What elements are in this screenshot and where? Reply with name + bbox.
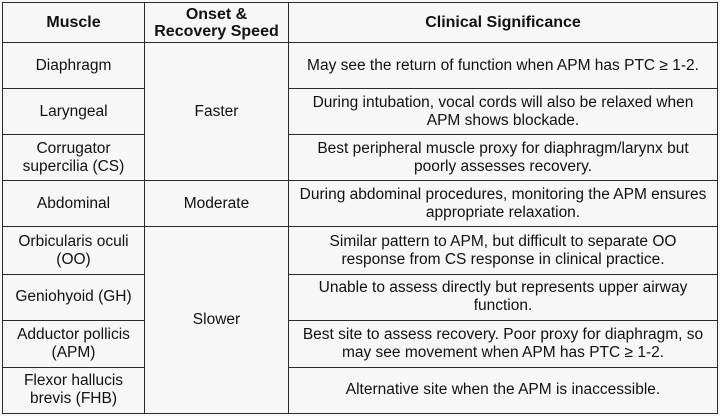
table-row: Flexor hallucis brevis (FHB) Alternative… <box>2 366 718 415</box>
muscle-cell: Adductor pollicis (APM) <box>2 319 145 368</box>
significance-cell: During abdominal procedures, monitoring … <box>288 180 718 228</box>
header-row: Muscle Onset & Recovery Speed Clinical S… <box>2 2 718 43</box>
speed-cell-slower: Slower <box>144 226 289 414</box>
muscle-cell: Laryngeal <box>2 88 145 136</box>
table-row: Corrugator supercilia (CS) Best peripher… <box>2 134 718 182</box>
muscle-cell: Diaphragm <box>2 41 145 90</box>
table-row: Abdominal Moderate During abdominal proc… <box>2 180 718 228</box>
header-speed: Onset & Recovery Speed <box>144 2 289 43</box>
speed-cell-faster: Faster <box>144 41 289 182</box>
muscle-cell: Abdominal <box>2 180 145 228</box>
muscle-cell: Corrugator supercilia (CS) <box>2 134 145 182</box>
header-muscle: Muscle <box>2 2 145 43</box>
table-row: Geniohyoid (GH) Unable to assess directl… <box>2 273 718 321</box>
table-row: Orbicularis oculi (OO) Slower Similar pa… <box>2 226 718 414</box>
significance-cell: Best site to assess recovery. Poor proxy… <box>288 319 718 368</box>
muscle-cell: Orbicularis oculi (OO) <box>2 226 145 275</box>
significance-cell: Unable to assess directly but represents… <box>288 273 718 321</box>
speed-cell-moderate: Moderate <box>144 180 289 228</box>
muscle-cell: Flexor hallucis brevis (FHB) <box>2 366 145 415</box>
muscle-cell: Geniohyoid (GH) <box>2 273 145 321</box>
table-row: Laryngeal During intubation, vocal cords… <box>2 88 718 136</box>
significance-cell: During intubation, vocal cords will also… <box>288 88 718 136</box>
significance-cell: May see the return of function when APM … <box>288 41 718 90</box>
table-row: Adductor pollicis (APM) Best site to ass… <box>2 319 718 368</box>
header-significance: Clinical Significance <box>288 2 718 43</box>
significance-cell: Best peripheral muscle proxy for diaphra… <box>288 134 718 182</box>
significance-cell: Alternative site when the APM is inacces… <box>288 366 718 415</box>
significance-cell: Similar pattern to APM, but difficult to… <box>288 226 718 275</box>
table-row: Diaphragm Faster May see the return of f… <box>2 41 718 182</box>
